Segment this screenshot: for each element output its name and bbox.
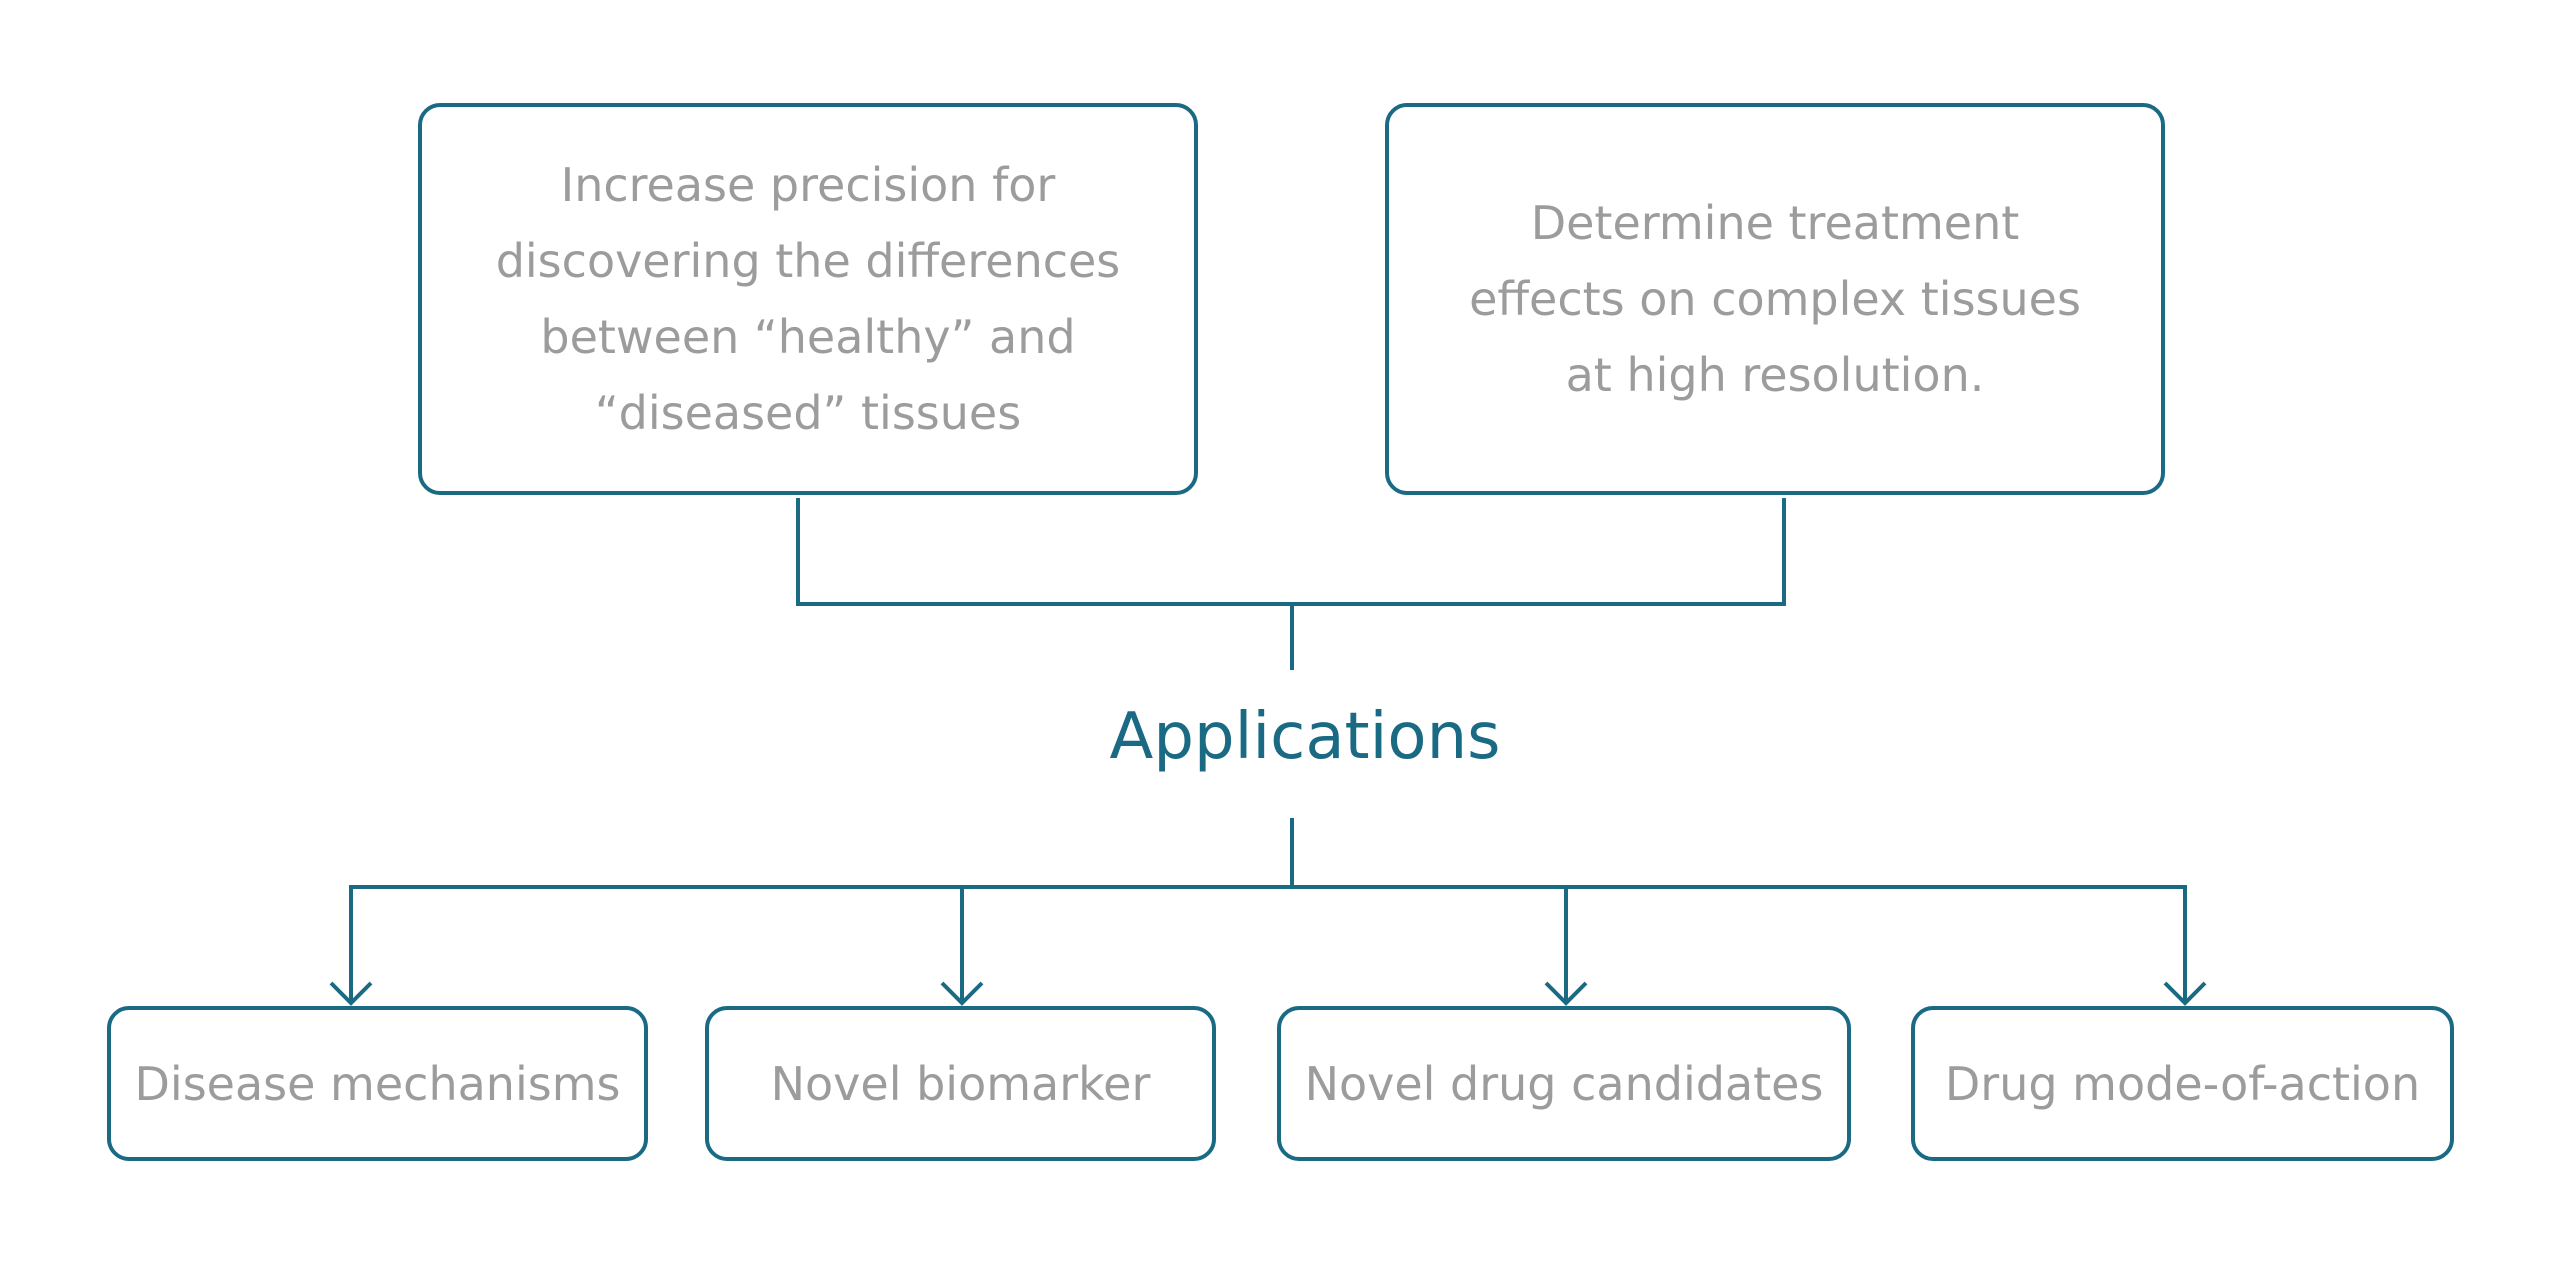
top-box-precision: Increase precision for discovering the d… [418, 103, 1198, 495]
arrowhead-3 [1544, 981, 1588, 1006]
bottom-box-label: Disease mechanisms [134, 1056, 621, 1111]
text-line: at high resolution. [1565, 348, 1985, 402]
bottom-box-novel-biomarker: Novel biomarker [705, 1006, 1216, 1161]
bottom-box-label: Drug mode-of-action [1944, 1056, 2421, 1111]
text-line: between “healthy” and [540, 310, 1076, 364]
bottom-box-label: Novel drug candidates [1304, 1056, 1824, 1111]
top-merge-connector [796, 498, 1786, 606]
top-box-precision-text: Increase precision for discovering the d… [496, 147, 1121, 451]
bottom-box-label: Novel biomarker [770, 1056, 1151, 1111]
bottom-box-drug-mode-of-action: Drug mode-of-action [1911, 1006, 2454, 1161]
text-line: Determine treatment [1530, 196, 2020, 250]
bottom-box-disease-mechanisms: Disease mechanisms [107, 1006, 648, 1161]
text-line: “diseased” tissues [594, 386, 1022, 440]
arrowhead-2 [940, 981, 984, 1006]
top-box-treatment: Determine treatment effects on complex t… [1385, 103, 2165, 495]
text-line: Increase precision for [560, 158, 1056, 212]
arrowhead-1 [329, 981, 373, 1006]
top-box-treatment-text: Determine treatment effects on complex t… [1469, 185, 2081, 413]
text-line: effects on complex tissues [1469, 272, 2081, 326]
arrowhead-4 [2163, 981, 2207, 1006]
bottom-box-novel-drug-candidates: Novel drug candidates [1277, 1006, 1851, 1161]
applications-label: Applications [1109, 700, 1501, 774]
text-line: discovering the differences [495, 234, 1121, 288]
